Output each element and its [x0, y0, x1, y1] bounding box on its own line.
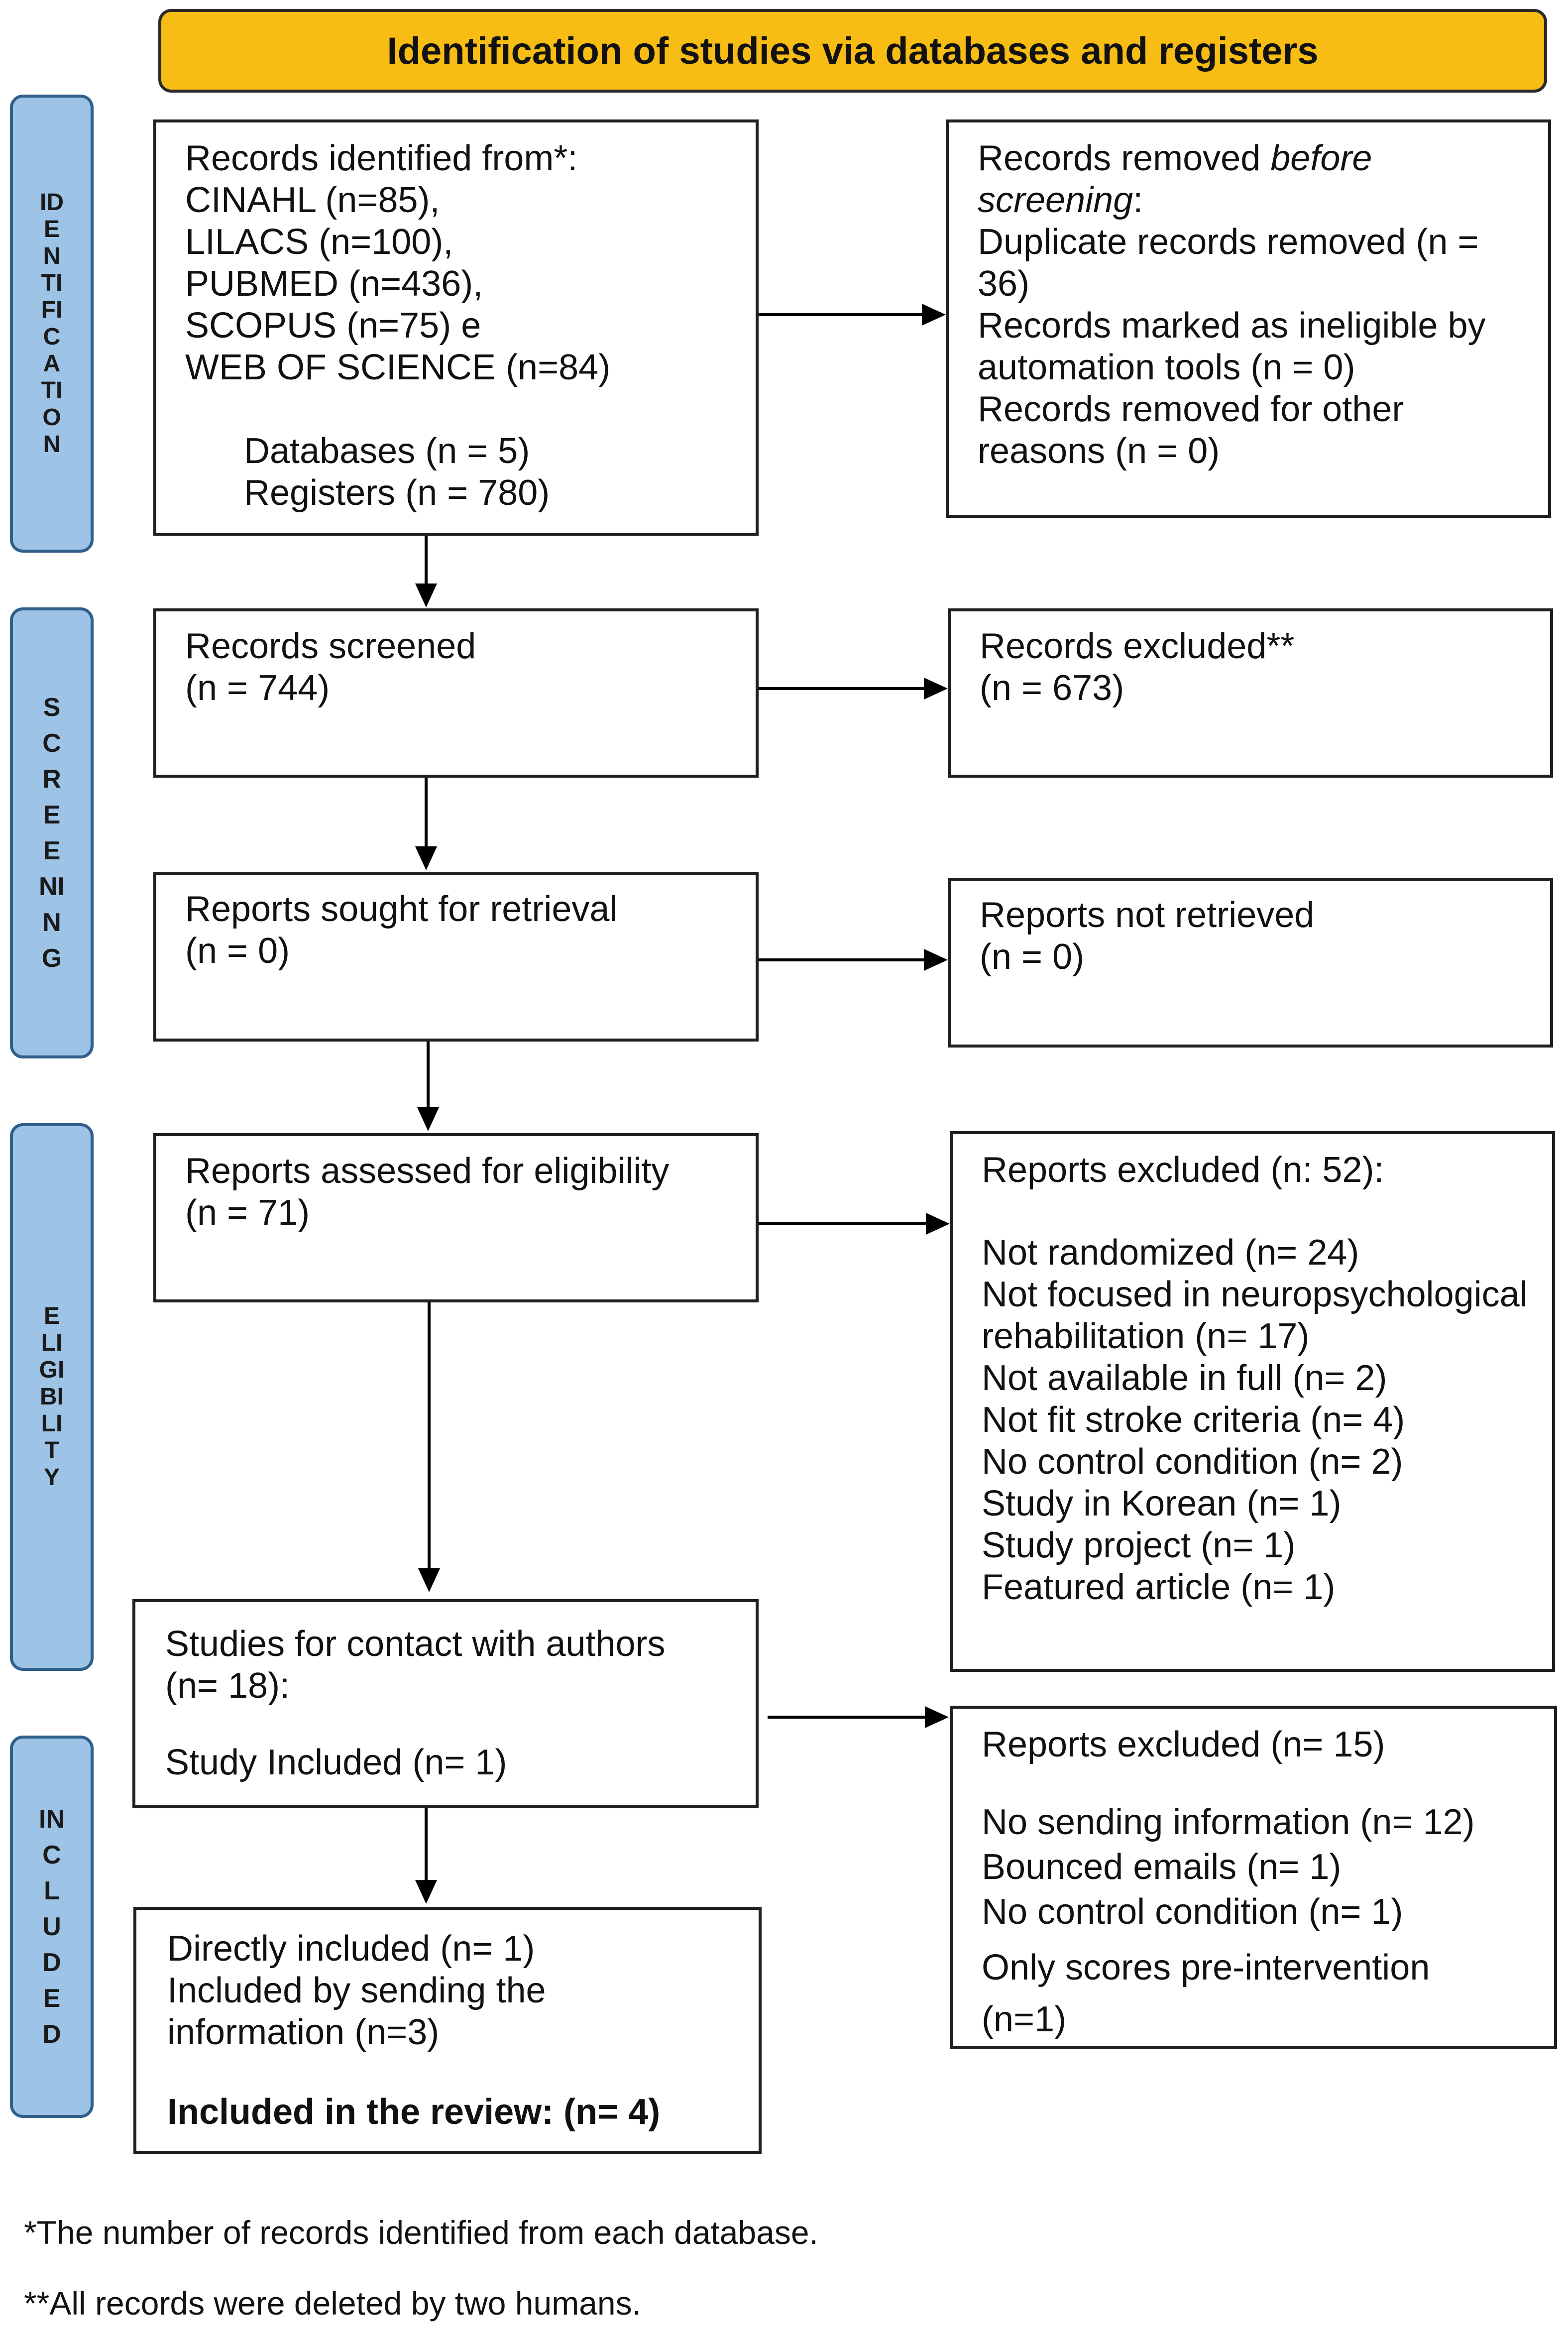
phase-label-eligibility-text: ELIGIBILITY [39, 1303, 65, 1491]
arrowhead-screened-to-excluded [924, 678, 948, 700]
arrowhead-assessed-to-excluded-52 [926, 1213, 950, 1235]
reports-excluded-52-title: Reports excluded (n: 52): [982, 1150, 1384, 1190]
connector-sought-to-not-retrieved [759, 958, 926, 961]
diagram-title: Identification of studies via databases … [387, 29, 1319, 72]
registers-count: Registers (n = 780) [244, 473, 550, 513]
phase-label-screening-text: SCREENING [39, 693, 65, 973]
phase-label-identification-text: IDENTIFICATION [40, 189, 64, 458]
phase-label-identification: IDENTIFICATION [10, 95, 94, 553]
connector-contact-to-included [425, 1808, 428, 1883]
reports-excluded-15-item-2: Bounced emails (n= 1) [982, 1847, 1342, 1887]
records-screened-text: Records screened (n = 744) [185, 626, 476, 708]
included-review-text: Directly included (n= 1) Included by sen… [167, 1929, 546, 2052]
reports-sought-text: Reports sought for retrieval (n = 0) [185, 889, 618, 971]
connector-assessed-to-excluded-52 [759, 1222, 928, 1225]
included-review-total: Included in the review: (n= 4) [167, 2092, 661, 2132]
arrowhead-sought-to-assessed [417, 1107, 439, 1131]
records-removed-title: Records removed before screening: [978, 137, 1540, 221]
arrowhead-identified-to-removed [922, 304, 946, 326]
arrowhead-contact-to-included [415, 1880, 437, 1904]
reports-assessed-box: Reports assessed for eligibility (n = 71… [153, 1133, 759, 1302]
phase-label-eligibility: ELIGIBILITY [10, 1123, 94, 1671]
reports-sought-box: Reports sought for retrieval (n = 0) [153, 872, 759, 1042]
reports-excluded-15-title: Reports excluded (n= 15) [982, 1725, 1385, 1764]
phase-label-screening: SCREENING [10, 607, 94, 1058]
included-review-box: Directly included (n= 1) Included by sen… [133, 1907, 762, 2154]
reports-assessed-text: Reports assessed for eligibility (n = 71… [185, 1151, 670, 1233]
records-removed-title-pre: Records removed [978, 138, 1271, 178]
records-identified-text: Records identified from*: CINAHL (n=85),… [185, 138, 611, 387]
phase-label-included-text: INCLUDED [39, 1805, 65, 2049]
reports-excluded-15-item-3: No control condition (n= 1) [982, 1892, 1403, 1932]
records-removed-title-post: : [1133, 180, 1143, 220]
connector-identified-to-removed [759, 313, 924, 316]
databases-count: Databases (n = 5) [244, 431, 530, 471]
arrowhead-screened-to-sought [415, 846, 437, 870]
arrowhead-identified-to-screened [415, 584, 437, 607]
records-removed-box: Records removed before screening: Duplic… [946, 119, 1551, 518]
records-identified-box: Records identified from*: CINAHL (n=85),… [153, 119, 759, 536]
records-excluded-box: Records excluded** (n = 673) [948, 608, 1553, 778]
connector-contact-to-excluded-15 [768, 1716, 927, 1719]
reports-excluded-15-item-1: No sending information (n= 12) [982, 1802, 1475, 1842]
connector-identified-to-screened [425, 536, 428, 587]
studies-contact-text: Studies for contact with authors (n= 18)… [165, 1624, 666, 1706]
footnote-records-deleted: **All records were deleted by two humans… [24, 2285, 641, 2322]
studies-contact-box: Studies for contact with authors (n= 18)… [132, 1599, 759, 1808]
reports-excluded-52-reasons: Not randomized (n= 24) Not focused in ne… [982, 1233, 1528, 1607]
connector-assessed-to-contact [428, 1302, 431, 1571]
records-removed-details: Duplicate records removed (n = 36) Recor… [978, 222, 1486, 471]
reports-excluded-52-box: Reports excluded (n: 52): Not randomized… [950, 1131, 1555, 1672]
records-removed-title-emphasis: before screening [978, 138, 1372, 220]
records-excluded-text: Records excluded** (n = 673) [980, 626, 1295, 708]
reports-not-retrieved-box: Reports not retrieved (n = 0) [948, 878, 1553, 1048]
footnote-records-per-database: *The number of records identified from e… [24, 2214, 818, 2251]
phase-label-included: INCLUDED [10, 1736, 94, 2118]
connector-sought-to-assessed [427, 1042, 430, 1111]
reports-excluded-15-box: Reports excluded (n= 15) No sending info… [950, 1706, 1557, 2049]
arrowhead-contact-to-excluded-15 [925, 1706, 949, 1728]
arrowhead-sought-to-not-retrieved [924, 949, 948, 971]
reports-not-retrieved-text: Reports not retrieved (n = 0) [980, 895, 1315, 977]
study-included-text: Study Included (n= 1) [165, 1743, 507, 1782]
connector-screened-to-sought [425, 778, 428, 850]
records-screened-box: Records screened (n = 744) [153, 608, 759, 778]
arrowhead-assessed-to-contact [418, 1568, 440, 1592]
reports-excluded-15-item-4: Only scores pre-intervention (n=1) [982, 1948, 1430, 2039]
diagram-title-bar: Identification of studies via databases … [158, 9, 1547, 93]
connector-screened-to-excluded [759, 687, 926, 690]
